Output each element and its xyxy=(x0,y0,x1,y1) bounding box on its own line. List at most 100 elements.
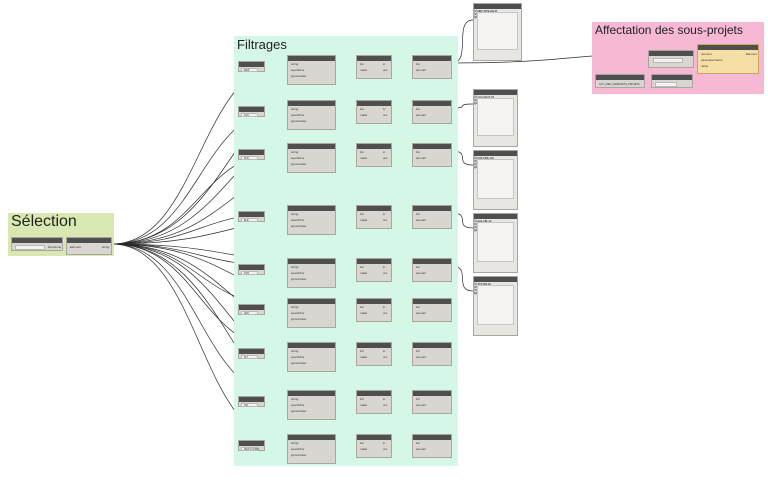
select-model-elements-node[interactable]: Revisione xyxy=(11,237,63,251)
port-label: amount xyxy=(416,156,427,160)
string-input-field[interactable] xyxy=(241,113,258,117)
filter-by-bool-mask-node[interactable]: list mask in out xyxy=(356,342,392,366)
port-label: amount xyxy=(416,218,427,222)
list-take-items-node[interactable]: list amount xyxy=(412,205,452,229)
watch-item: [1] STR-BM-A2 xyxy=(474,283,491,286)
string-input-field[interactable] xyxy=(241,156,258,160)
doc-string-node[interactable]: CVC_MEP_WORKSETS_PROJETS xyxy=(595,74,645,88)
node-input-box[interactable] xyxy=(655,82,677,87)
node-header xyxy=(357,391,391,396)
group-affectation-title: Affectation des sous-projets xyxy=(595,23,743,37)
port-label: out xyxy=(383,271,388,275)
string-contains-node[interactable]: string searchFor ignoreCase xyxy=(287,55,336,85)
filter-by-bool-mask-node[interactable]: list mask in out xyxy=(356,434,392,458)
filter-string-input-node[interactable]: MEP-FOURS xyxy=(238,440,265,451)
port-label: list xyxy=(416,397,420,401)
port-label: mask xyxy=(360,355,368,359)
list-take-items-node[interactable]: list amount xyxy=(412,434,452,458)
port-label: mask xyxy=(360,271,368,275)
node-header xyxy=(239,397,264,402)
list-take-items-node[interactable]: list amount xyxy=(412,55,452,79)
watch-output-panel[interactable] xyxy=(477,159,514,199)
string-input-value: CVC xyxy=(244,113,250,117)
filter-string-input-node[interactable]: SIT xyxy=(238,348,265,359)
port-label: ignoreCase xyxy=(291,74,307,78)
string-input-field[interactable] xyxy=(241,271,258,275)
node-header xyxy=(357,435,391,440)
string-contains-node[interactable]: string searchFor ignoreCase xyxy=(287,143,336,173)
list-take-items-node[interactable]: list amount xyxy=(412,143,452,167)
filter-by-bool-mask-node[interactable]: list mask in out xyxy=(356,100,392,124)
set-parameter-node[interactable]: element parameterName value Element xyxy=(697,44,759,74)
port-label: list xyxy=(360,62,364,66)
watch-node[interactable]: List[0] ELE-PNL-01[1] ELE-CBL-02[2] ELE-… xyxy=(473,213,518,273)
port-label: mask xyxy=(360,156,368,160)
node-header xyxy=(474,277,517,282)
element-name-node[interactable]: Element string xyxy=(66,237,112,255)
node-header xyxy=(596,75,644,80)
filter-string-input-node[interactable]: STR xyxy=(238,264,265,275)
filter-string-input-node[interactable]: CVC xyxy=(238,106,265,117)
string-input-field[interactable] xyxy=(241,218,258,222)
list-take-items-node[interactable]: list amount xyxy=(412,298,452,322)
node-header xyxy=(357,343,391,348)
string-contains-node[interactable]: string searchFor ignoreCase xyxy=(287,258,336,288)
string-input-field[interactable] xyxy=(241,355,258,359)
list-take-items-node[interactable]: list amount xyxy=(412,258,452,282)
filter-string-input-node[interactable]: PLB xyxy=(238,149,265,160)
string-contains-node[interactable]: string searchFor ignoreCase xyxy=(287,342,336,372)
filter-string-input-node[interactable]: ELE xyxy=(238,211,265,222)
workset-by-name-node[interactable] xyxy=(648,50,694,68)
node-header xyxy=(474,4,521,9)
watch-node[interactable]: List[0] MEP-PIPE-001-A[1] MEP-PIPE-002-B… xyxy=(473,3,522,61)
watch-output-panel[interactable] xyxy=(477,98,514,136)
filter-by-bool-mask-node[interactable]: list mask in out xyxy=(356,390,392,414)
filter-by-bool-mask-node[interactable]: list mask in out xyxy=(356,143,392,167)
filter-by-bool-mask-node[interactable]: list mask in out xyxy=(356,258,392,282)
node-header xyxy=(357,206,391,211)
node-header xyxy=(239,107,264,112)
string-contains-node[interactable]: string searchFor ignoreCase xyxy=(287,298,336,328)
list-take-items-node[interactable]: list amount xyxy=(412,390,452,414)
port-label: mask xyxy=(360,311,368,315)
filter-by-bool-mask-node[interactable]: list mask in out xyxy=(356,55,392,79)
group-filtrages-title: Filtrages xyxy=(237,37,287,52)
port-label: ignoreCase xyxy=(291,277,307,281)
filter-string-input-node[interactable]: ARC xyxy=(238,304,265,315)
node-input-box[interactable] xyxy=(15,245,45,250)
string-contains-node[interactable]: string searchFor ignoreCase xyxy=(287,390,336,420)
filter-string-input-node[interactable]: INC xyxy=(238,396,265,407)
port-label: mask xyxy=(360,68,368,72)
watch-output-panel[interactable] xyxy=(477,222,514,262)
watch-output-panel[interactable] xyxy=(477,285,514,325)
port-label: in xyxy=(383,150,386,154)
port-label: Revisione xyxy=(48,245,62,249)
string-input-field[interactable] xyxy=(241,311,258,315)
list-take-items-node[interactable]: list amount xyxy=(412,342,452,366)
port-label: in xyxy=(383,212,386,216)
filter-string-input-node[interactable]: MEP xyxy=(238,61,265,72)
port-label: amount xyxy=(416,355,427,359)
node-header xyxy=(239,265,264,270)
node-header xyxy=(288,391,335,396)
node-header xyxy=(413,101,451,106)
port-label: mask xyxy=(360,447,368,451)
node-input-box[interactable] xyxy=(653,58,683,63)
param-name-node[interactable] xyxy=(651,74,693,88)
filter-by-bool-mask-node[interactable]: list mask in out xyxy=(356,298,392,322)
watch-node[interactable]: List[0] STR-COL-A1[1] STR-BM-A2[2] STR-S… xyxy=(473,276,518,336)
string-input-field[interactable] xyxy=(241,403,258,407)
node-header xyxy=(288,144,335,149)
port-label: parameterName xyxy=(701,58,723,62)
string-input-field[interactable] xyxy=(241,68,258,72)
string-contains-node[interactable]: string searchFor ignoreCase xyxy=(287,205,336,235)
string-input-value: PLB xyxy=(244,156,249,160)
string-contains-node[interactable]: string searchFor ignoreCase xyxy=(287,100,336,130)
string-input-field[interactable] xyxy=(241,447,258,451)
filter-by-bool-mask-node[interactable]: list mask in out xyxy=(356,205,392,229)
watch-node[interactable]: List[0] PLB-PIPE-101[1] PLB-PIPE-102[2] … xyxy=(473,150,518,210)
watch-node[interactable]: List[0] CVC-UNIT-01[1] CVC-DUCT-02[2] CV… xyxy=(473,89,518,147)
watch-output-panel[interactable] xyxy=(477,12,518,50)
list-take-items-node[interactable]: list amount xyxy=(412,100,452,124)
string-contains-node[interactable]: string searchFor ignoreCase xyxy=(287,434,336,464)
